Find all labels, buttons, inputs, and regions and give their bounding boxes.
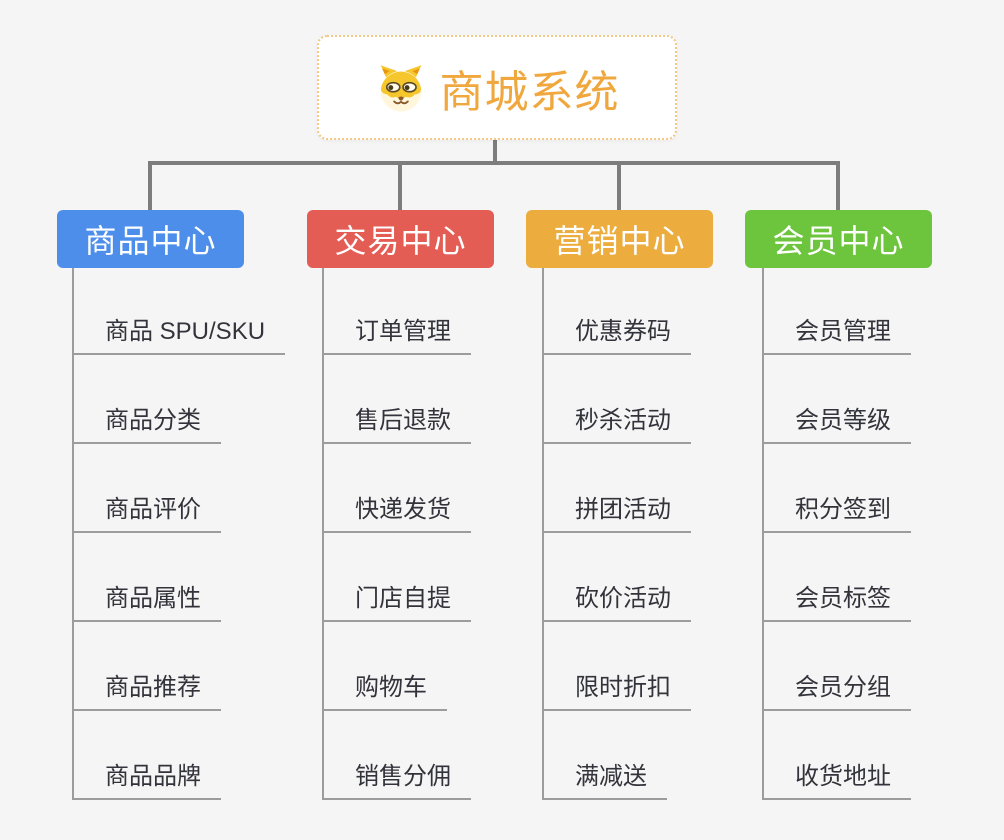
- leaf-node[interactable]: 购物车: [322, 671, 447, 711]
- leaf-node[interactable]: 商品 SPU/SKU: [72, 315, 286, 355]
- leaf-node[interactable]: 会员管理: [762, 315, 911, 355]
- leaf-node[interactable]: 商品品牌: [72, 760, 221, 800]
- leaf-node[interactable]: 商品推荐: [72, 671, 221, 711]
- connector-drop-marketing: [617, 161, 621, 210]
- leaf-node[interactable]: 快递发货: [322, 493, 471, 533]
- leaf-node[interactable]: 拼团活动: [542, 493, 691, 533]
- branch-label: 交易中心: [334, 223, 467, 259]
- leaf-node[interactable]: 销售分佣: [322, 760, 471, 800]
- root-title: 商城系统: [439, 67, 620, 117]
- leaf-node[interactable]: 订单管理: [322, 315, 471, 355]
- branch-header-trade-center[interactable]: 交易中心: [307, 210, 494, 268]
- leaf-node[interactable]: 会员标签: [762, 582, 911, 622]
- spine-member-center: [762, 268, 764, 800]
- leaf-node[interactable]: 限时折扣: [542, 671, 691, 711]
- root-node[interactable]: 商城系统: [317, 35, 677, 140]
- branch-label: 商品中心: [84, 223, 217, 259]
- leaf-node[interactable]: 商品评价: [72, 493, 221, 533]
- leaf-node[interactable]: 门店自提: [322, 582, 471, 622]
- leaf-node[interactable]: 满减送: [542, 760, 667, 800]
- spine-product-center: [72, 268, 74, 800]
- connector-drop-trade: [398, 161, 402, 210]
- connector-root-stub: [493, 138, 497, 163]
- branch-header-member-center[interactable]: 会员中心: [745, 210, 932, 268]
- dog-face-icon: [375, 62, 427, 114]
- branch-header-marketing-center[interactable]: 营销中心: [526, 210, 713, 268]
- leaf-node[interactable]: 秒杀活动: [542, 404, 691, 444]
- spine-marketing-center: [542, 268, 544, 800]
- connector-drop-product: [148, 161, 152, 210]
- leaf-node[interactable]: 会员等级: [762, 404, 911, 444]
- branch-header-product-center[interactable]: 商品中心: [57, 210, 244, 268]
- branch-label: 会员中心: [772, 223, 905, 259]
- connector-drop-member: [836, 161, 840, 210]
- leaf-node[interactable]: 商品分类: [72, 404, 221, 444]
- leaf-node[interactable]: 会员分组: [762, 671, 911, 711]
- leaf-node[interactable]: 收货地址: [762, 760, 911, 800]
- leaf-node[interactable]: 积分签到: [762, 493, 911, 533]
- leaf-node[interactable]: 优惠券码: [542, 315, 691, 355]
- spine-trade-center: [322, 268, 324, 800]
- leaf-node[interactable]: 商品属性: [72, 582, 221, 622]
- leaf-node[interactable]: 砍价活动: [542, 582, 691, 622]
- branch-label: 营销中心: [553, 223, 686, 259]
- leaf-node[interactable]: 售后退款: [322, 404, 471, 444]
- connector-bus: [148, 161, 840, 165]
